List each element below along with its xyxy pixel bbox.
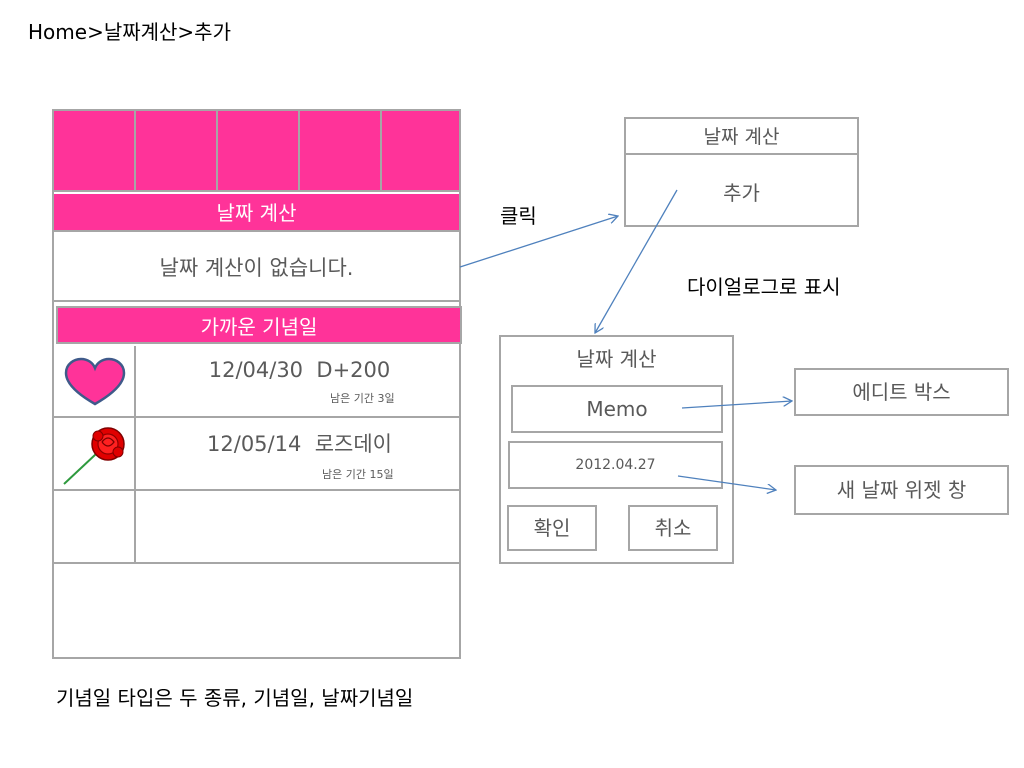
edit-box-label: 에디트 박스 bbox=[794, 368, 1009, 416]
heart-icon bbox=[54, 346, 136, 416]
edit-box-arrow bbox=[681, 401, 792, 409]
dialog-title: 날짜 계산 bbox=[576, 347, 657, 371]
date-widget-arrow bbox=[677, 475, 776, 490]
ok-button[interactable]: 확인 bbox=[507, 505, 597, 551]
rose-icon bbox=[54, 418, 136, 489]
anniversary-date: 12/04/30 bbox=[208, 358, 304, 382]
type-note: 기념일 타입은 두 종류, 기념일, 날짜기념일 bbox=[56, 686, 414, 710]
tab-1[interactable] bbox=[54, 111, 136, 192]
date-calc-header: 날짜 계산 bbox=[54, 194, 459, 232]
date-widget-label: 새 날짜 위젯 창 bbox=[794, 465, 1009, 515]
phone-mockup: 날짜 계산 날짜 계산이 없습니다. 가까운 기념일 12/04/30 D+20… bbox=[52, 109, 462, 659]
menu-popup-title: 날짜 계산 bbox=[626, 119, 857, 155]
click-arrow bbox=[459, 216, 618, 268]
memo-edit-box[interactable]: Memo bbox=[511, 385, 723, 433]
dialog-arrow bbox=[595, 189, 678, 333]
empty-date-calc-message[interactable]: 날짜 계산이 없습니다. bbox=[54, 234, 459, 302]
anniversary-title: D+200 bbox=[316, 358, 391, 382]
tab-4[interactable] bbox=[300, 111, 382, 192]
cancel-button[interactable]: 취소 bbox=[628, 505, 718, 551]
anniversary-date: 12/05/14 bbox=[207, 432, 302, 456]
tab-3[interactable] bbox=[218, 111, 300, 192]
upcoming-anniversary-header: 가까운 기념일 bbox=[56, 306, 462, 344]
click-annotation: 클릭 bbox=[500, 204, 537, 228]
anniversary-row[interactable]: 12/05/14 로즈데이 남은 기간 15일 bbox=[54, 418, 459, 491]
tab-5[interactable] bbox=[382, 111, 459, 192]
dialog-annotation: 다이얼로그로 표시 bbox=[687, 275, 841, 299]
anniversary-row[interactable]: 12/04/30 D+200 남은 기간 3일 bbox=[54, 346, 459, 418]
anniversary-remaining: 남은 기간 15일 bbox=[322, 468, 394, 481]
breadcrumb: Home>날짜계산>추가 bbox=[28, 20, 231, 44]
anniversary-remaining: 남은 기간 3일 bbox=[330, 392, 395, 405]
empty-anniversary-row bbox=[54, 491, 459, 564]
anniversary-title: 로즈데이 bbox=[314, 432, 392, 456]
date-calc-dialog: 날짜 계산 Memo 2012.04.27 확인 취소 bbox=[499, 335, 734, 564]
tab-2[interactable] bbox=[136, 111, 218, 192]
add-menu-item[interactable]: 추가 bbox=[723, 181, 760, 205]
menu-popup: 날짜 계산 추가 bbox=[624, 117, 859, 227]
date-widget-field[interactable]: 2012.04.27 bbox=[508, 441, 723, 489]
empty-icon-cell bbox=[54, 491, 136, 562]
